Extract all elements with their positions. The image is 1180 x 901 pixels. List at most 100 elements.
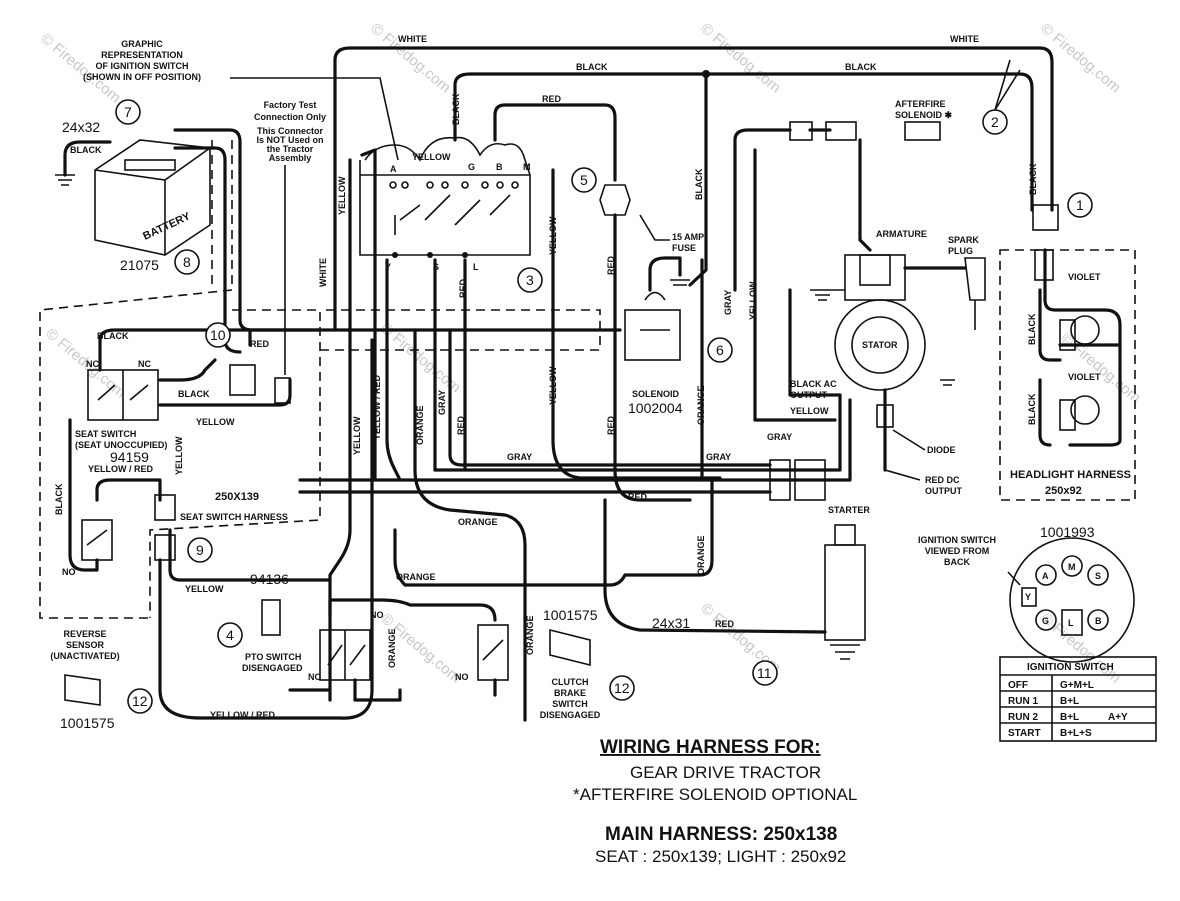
callout-number: 2 xyxy=(991,114,999,130)
stator-assembly xyxy=(810,254,986,428)
ignition-switch-back: A M S G B L Y xyxy=(1007,537,1135,663)
wire-label: YELLOW / RED xyxy=(88,464,154,474)
fuse xyxy=(599,184,670,241)
callout-number: 9 xyxy=(196,542,204,558)
wire-label: BLACK xyxy=(576,62,608,72)
annotation-line: SEAT SWITCH HARNESS xyxy=(180,512,288,522)
callout-number: 7 xyxy=(124,104,132,120)
solenoid xyxy=(624,256,690,361)
annotation-line: Connection Only xyxy=(254,112,326,122)
ign-g: G xyxy=(1042,616,1049,626)
wire-label: VIOLET xyxy=(1068,372,1101,382)
annotation-line: OUTPUT xyxy=(925,486,963,496)
wire-label: YELLOW xyxy=(790,406,829,416)
starter-label: STARTER xyxy=(828,505,870,515)
sub-harness-label: SEAT : 250x139; LIGHT : 250x92 xyxy=(595,847,846,866)
annotation-line: PTO SWITCH xyxy=(245,652,301,662)
annotation-line: Factory Test xyxy=(264,100,317,110)
annotation-line: GRAPHIC xyxy=(121,39,163,49)
nc-label: NC xyxy=(138,359,151,369)
wire-label: BLACK xyxy=(54,483,64,515)
callout-number: 10 xyxy=(210,327,226,343)
nc-label: NC xyxy=(308,672,321,682)
ign-s: S xyxy=(1095,571,1101,581)
white-wire xyxy=(333,46,1054,332)
wire-label: YELLOW xyxy=(174,436,184,475)
terminal-s-label: S xyxy=(433,262,439,272)
wire-label: BLACK xyxy=(178,389,210,399)
table-cell: RUN 2 xyxy=(1008,712,1038,723)
wire-label: RED xyxy=(542,94,562,104)
wire-label: RED xyxy=(715,619,735,629)
terminal-a-label: A xyxy=(390,164,397,174)
wire-label: YELLOW xyxy=(196,417,235,427)
wire-label: BLACK xyxy=(97,331,129,341)
annotation-line: (SEAT UNOCCUPIED) xyxy=(75,440,167,450)
wire-label: RED xyxy=(458,278,468,298)
wire-label: YELLOW xyxy=(412,152,451,162)
wire-label: YELLOW xyxy=(548,216,558,255)
wire-label: WHITE xyxy=(318,258,328,287)
title-line: *AFTERFIRE SOLENOID OPTIONAL xyxy=(573,785,857,804)
annotation-line: (UNACTIVATED) xyxy=(50,651,119,661)
ign-y: Y xyxy=(1025,592,1031,602)
starter xyxy=(824,524,866,660)
annotation-line: Assembly xyxy=(269,153,312,163)
callout-number: 12 xyxy=(132,693,148,709)
wire-label: BLACK xyxy=(70,145,102,155)
wire-label: YELLOW xyxy=(185,584,224,594)
wire-label: YELLOW / RED xyxy=(372,375,382,441)
annotation-line: SOLENOID ✱ xyxy=(895,110,953,120)
annotation-line: SENSOR xyxy=(66,640,105,650)
headlight-harness-boundary xyxy=(999,249,1136,501)
table-cell: OFF xyxy=(1008,680,1028,691)
wire-label: YELLOW xyxy=(548,366,558,405)
wire-label: ORANGE xyxy=(387,628,397,668)
annotation-line: SPARK xyxy=(948,235,979,245)
table-cell: A+Y xyxy=(1108,712,1128,723)
wire-label: BLACK xyxy=(845,62,877,72)
part-number: 1001993 xyxy=(1040,524,1095,540)
wire-label: YELLOW xyxy=(337,176,347,215)
callout-number: 11 xyxy=(757,665,772,681)
stator-label: STATOR xyxy=(862,340,898,350)
annotation-line: BRAKE xyxy=(554,688,586,698)
part-number: 1002004 xyxy=(628,400,683,416)
ign-l: L xyxy=(1068,618,1074,628)
annotation-line: AFTERFIRE xyxy=(895,99,946,109)
annotation-line: IGNITION SWITCH xyxy=(918,535,996,545)
wire-label: BLACK xyxy=(1027,393,1037,425)
terminal-y-label: Y xyxy=(385,262,391,272)
part-number: 1001575 xyxy=(60,715,115,731)
annotation-line: Is NOT Used on xyxy=(256,135,323,145)
wire-label: BLACK xyxy=(451,93,461,125)
table-cell: START xyxy=(1008,728,1041,739)
annotation-line: the Tractor xyxy=(267,144,314,154)
nc-label: NC xyxy=(86,359,99,369)
wire-label: RED xyxy=(456,415,466,435)
annotation-line: SEAT SWITCH xyxy=(75,429,136,439)
wire-label: OUTPUT xyxy=(790,390,828,400)
watermark-text: © Firedog.com xyxy=(1057,330,1143,406)
title-heading: WIRING HARNESS FOR: xyxy=(600,737,821,758)
wire-labels: WHITE WHITE BLACK BLACK RED YELLOW BLACK… xyxy=(54,34,1101,720)
wire-label: ORANGE xyxy=(415,405,425,445)
terminal-g-label: G xyxy=(468,162,475,172)
annotations: GRAPHIC REPRESENTATION OF IGNITION SWITC… xyxy=(50,39,1131,720)
title-line: GEAR DRIVE TRACTOR xyxy=(630,763,821,782)
annotation-line: DISENGAGED xyxy=(242,663,303,673)
wire-label: GRAY xyxy=(437,390,447,415)
annotation-line: 15 AMP xyxy=(672,232,704,242)
terminal-m-label: M xyxy=(523,162,531,172)
wire-label: RED xyxy=(606,415,616,435)
callouts: 1 2 3 4 5 6 7 8 9 10 11 12 12 xyxy=(115,59,1093,714)
part-number: 21075 xyxy=(120,257,159,273)
wire-label: YELLOW xyxy=(748,281,758,320)
wire-label: GRAY xyxy=(706,452,731,462)
annotation-line: BACK xyxy=(944,557,970,567)
annotation-line: OF IGNITION SWITCH xyxy=(96,61,189,71)
part-number: 94159 xyxy=(110,449,149,465)
annotation-line: SWITCH xyxy=(552,699,588,709)
callout-number: 1 xyxy=(1076,197,1084,213)
